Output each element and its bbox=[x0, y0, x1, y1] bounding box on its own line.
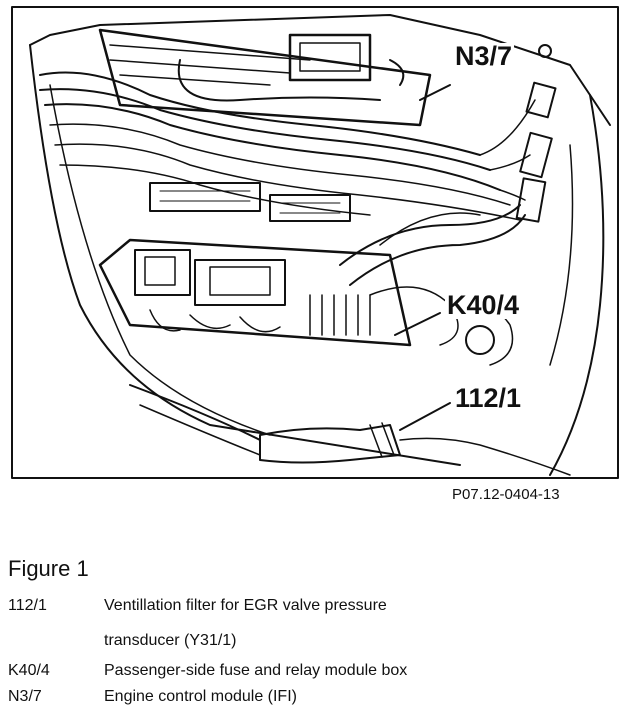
label-112-1: 112/1 bbox=[453, 383, 524, 413]
label-n3-7: N3/7 bbox=[453, 41, 515, 71]
fuse-relay-box-shape bbox=[98, 238, 412, 347]
figure-reference: P07.12-0404-13 bbox=[452, 486, 560, 503]
legend-description: Engine control module (IFI) bbox=[104, 688, 297, 705]
legend-code: K40/4 bbox=[8, 662, 50, 679]
label-k40-4: K40/4 bbox=[445, 290, 522, 320]
legend-description: transducer (Y31/1) bbox=[104, 632, 237, 649]
legend-description: Ventillation filter for EGR valve pressu… bbox=[104, 597, 387, 614]
legend-row: N3/7 Engine control module (IFI) bbox=[8, 688, 297, 706]
legend-code: N3/7 bbox=[8, 688, 42, 705]
diagram-frame bbox=[11, 6, 619, 479]
ventilation-filter-shape bbox=[129, 384, 571, 476]
figure-title: Figure 1 bbox=[8, 556, 89, 581]
legend-code: 112/1 bbox=[8, 597, 47, 614]
legend-row: 112/1 Ventillation filter for EGR valve p… bbox=[8, 597, 387, 615]
engine-bay-illustration bbox=[11, 6, 619, 479]
legend-row: K40/4 Passenger-side fuse and relay modul… bbox=[8, 662, 407, 680]
legend-row: transducer (Y31/1) bbox=[8, 632, 237, 650]
legend-description: Passenger-side fuse and relay module box bbox=[104, 662, 408, 679]
